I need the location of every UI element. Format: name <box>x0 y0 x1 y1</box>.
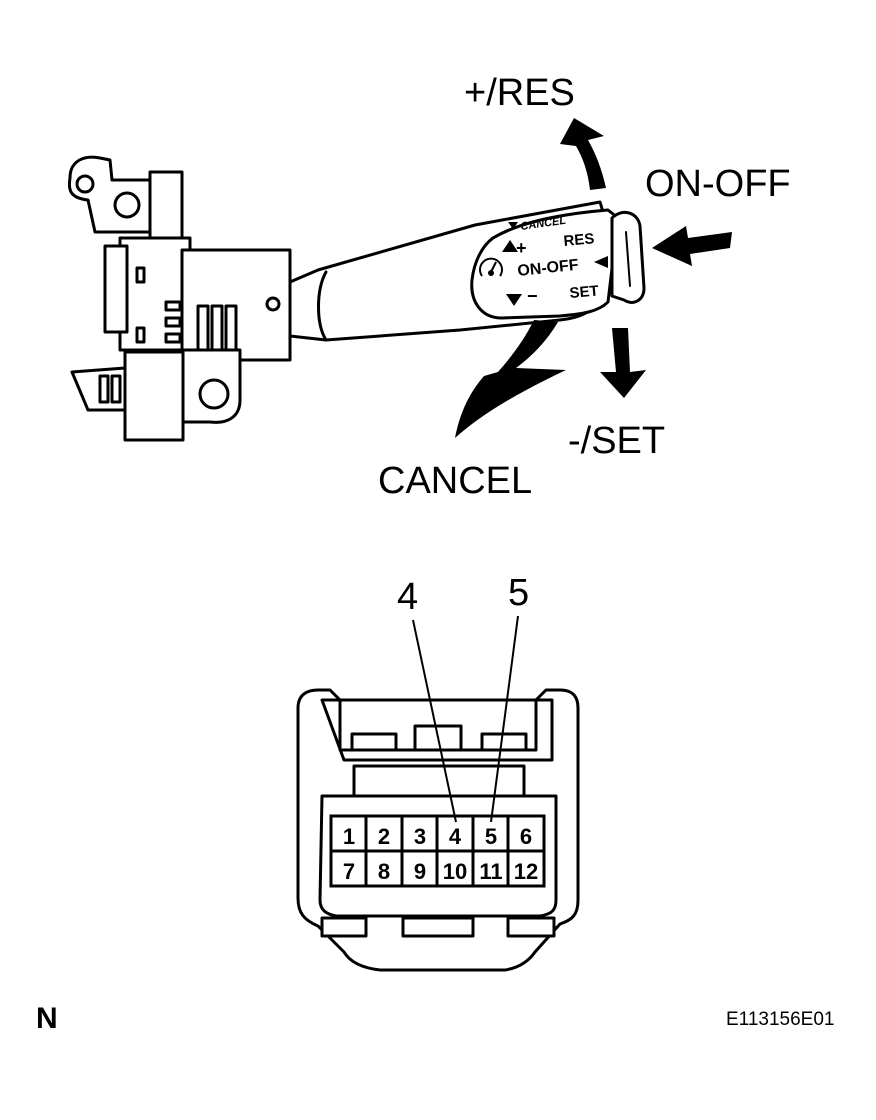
body-fin <box>210 304 224 352</box>
figure-id: E113156E01 <box>726 1009 835 1030</box>
cancel-label: CANCEL <box>378 460 533 502</box>
pin-label: 3 <box>414 824 426 849</box>
callout-pin-4: 4 <box>397 576 419 618</box>
set-direction-arrow <box>600 328 646 398</box>
pin-label: 2 <box>378 824 390 849</box>
pin-label: 7 <box>343 859 355 884</box>
callout-leader-5 <box>490 615 519 823</box>
cruise-control-switch: CANCEL + RES ON-OFF − SET <box>67 118 732 442</box>
connector-key <box>506 916 556 938</box>
cancel-direction-arrow <box>455 320 566 438</box>
down-triangle-icon <box>506 294 522 306</box>
face-set-label: SET <box>569 283 600 302</box>
cancel-marker-triangle-icon <box>508 222 518 229</box>
pin-label: 4 <box>449 824 462 849</box>
pin-label: 6 <box>520 824 532 849</box>
lower-housing <box>123 350 185 442</box>
body-hole <box>265 296 281 312</box>
bracket-hole-bottom <box>198 378 230 410</box>
connector-face-view: 1 2 3 4 5 6 7 8 9 10 11 12 <box>296 615 580 972</box>
pin-label: 1 <box>343 824 355 849</box>
face-res-label: RES <box>563 230 595 250</box>
cruise-speedometer-icon <box>479 257 503 277</box>
connector-key <box>401 916 475 938</box>
stalk-collar <box>317 270 328 342</box>
connector-inner-wall <box>320 698 554 762</box>
mounting-bracket-top <box>67 155 152 234</box>
face-minus-label: − <box>527 286 538 306</box>
face-on-off-label: ON-OFF <box>517 257 580 280</box>
bracket-hole-top <box>75 174 95 194</box>
body-slot-2 <box>135 326 146 344</box>
lever-face <box>470 208 620 320</box>
pin-label: 5 <box>485 824 497 849</box>
face-plus-label: + <box>516 238 527 258</box>
connector-latch <box>350 732 398 752</box>
bracket-hole-mid <box>113 191 141 219</box>
connector-latch <box>480 732 528 752</box>
pin-label: 8 <box>378 859 390 884</box>
end-cap-inner <box>625 231 631 287</box>
pin-label: 12 <box>514 859 538 884</box>
callout-pin-5: 5 <box>508 572 530 614</box>
body-slot-1 <box>135 266 146 284</box>
tab-rib <box>98 374 110 404</box>
left-triangle-icon <box>594 256 608 268</box>
body-fin <box>164 300 182 312</box>
switch-body-left <box>103 244 129 334</box>
pin-label: 11 <box>479 859 502 884</box>
pin-label: 10 <box>443 859 467 884</box>
switch-body <box>118 236 192 352</box>
body-fin <box>164 316 182 328</box>
tab-rib <box>110 374 122 404</box>
pin-label: 9 <box>414 859 426 884</box>
on-off-label: ON-OFF <box>645 163 791 205</box>
corner-mark: N <box>36 1002 58 1035</box>
res-label: +/RES <box>464 72 575 114</box>
body-fin <box>196 304 210 352</box>
up-triangle-icon <box>502 240 518 252</box>
pin-grid <box>329 814 546 888</box>
on-off-push-arrow <box>652 226 732 266</box>
body-fin <box>224 304 238 352</box>
callout-leader-4 <box>412 619 457 823</box>
bracket-plate <box>148 170 184 244</box>
connector-key <box>320 916 368 938</box>
set-label: -/SET <box>568 420 666 462</box>
body-fin <box>164 332 182 344</box>
res-direction-arrow <box>560 118 606 190</box>
